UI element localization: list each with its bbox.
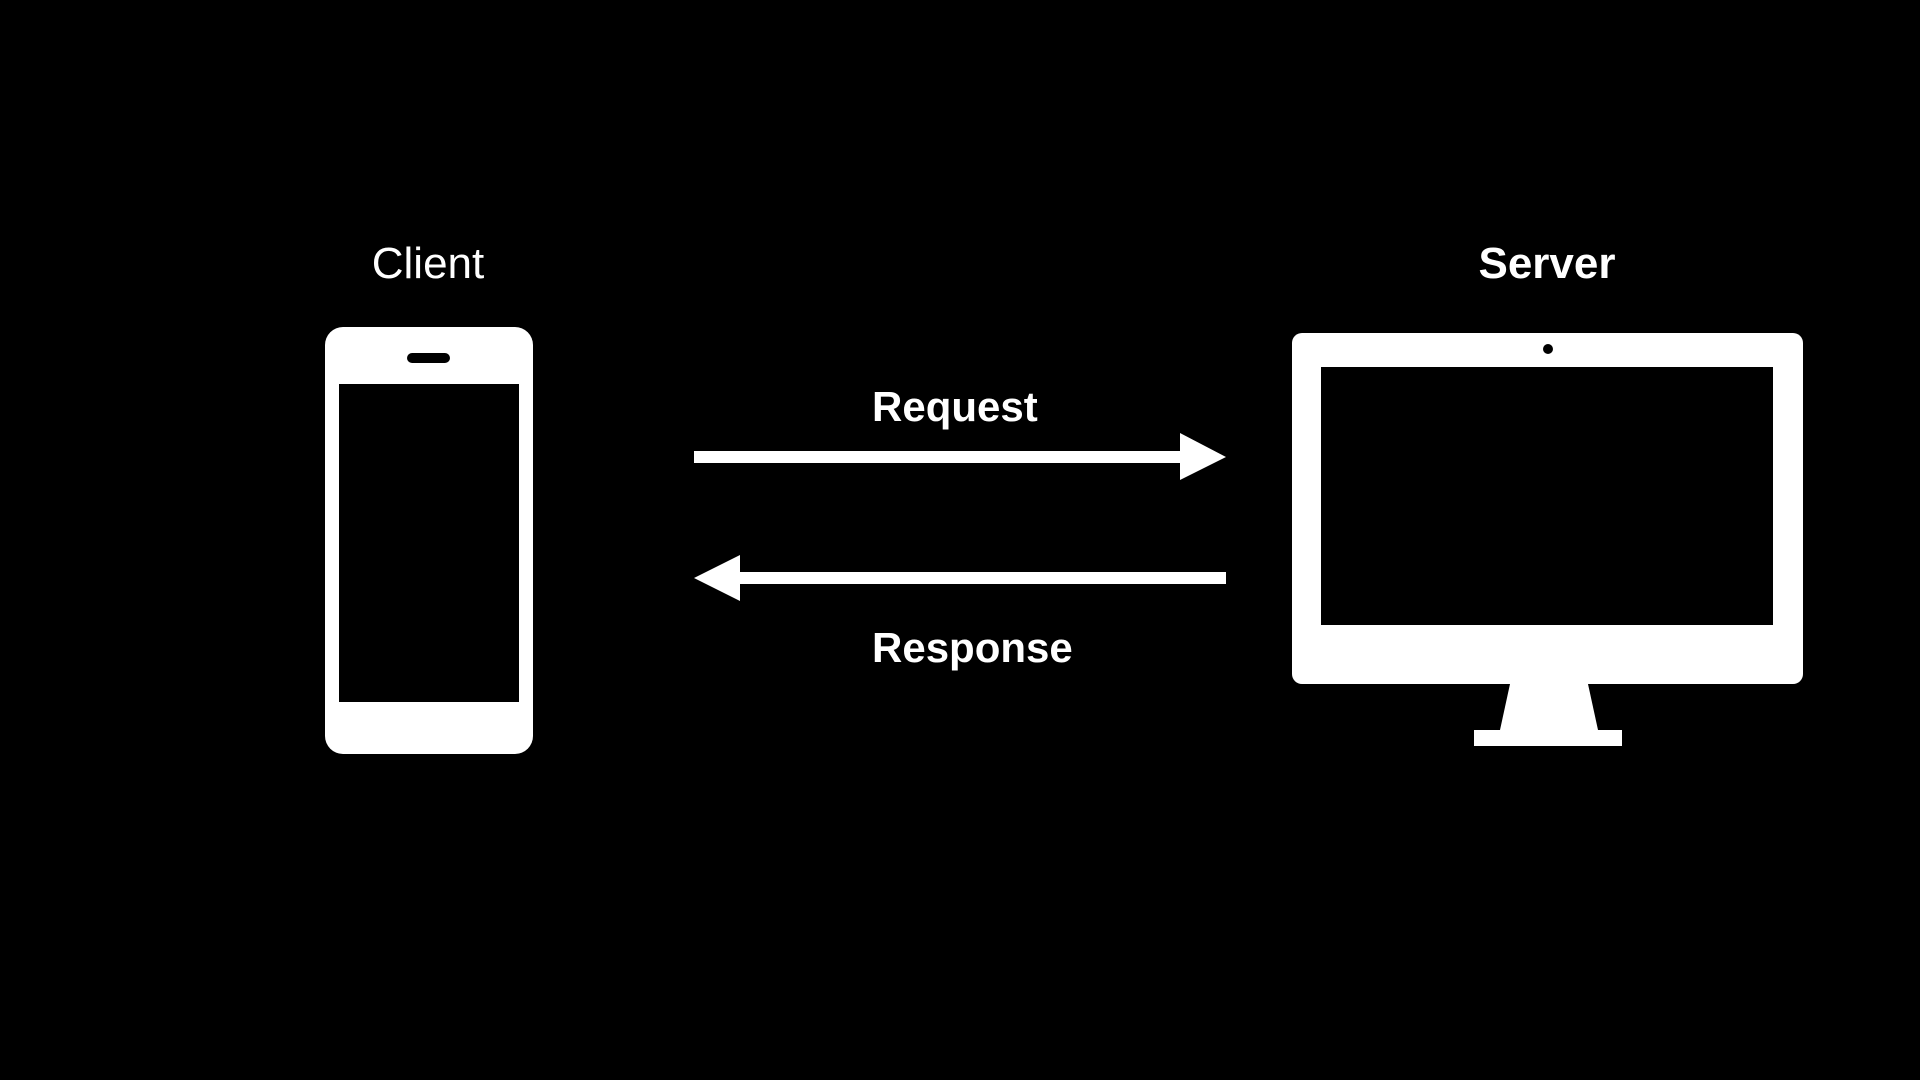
desktop-monitor-icon: [1292, 333, 1803, 746]
response-arrow: [694, 555, 1226, 601]
request-label: Request: [872, 383, 1038, 430]
client-label: Client: [371, 239, 485, 288]
request-arrow: [694, 433, 1226, 480]
server-label: Server: [1478, 239, 1616, 288]
response-label: Response: [872, 624, 1073, 671]
smartphone-icon: [325, 327, 533, 754]
